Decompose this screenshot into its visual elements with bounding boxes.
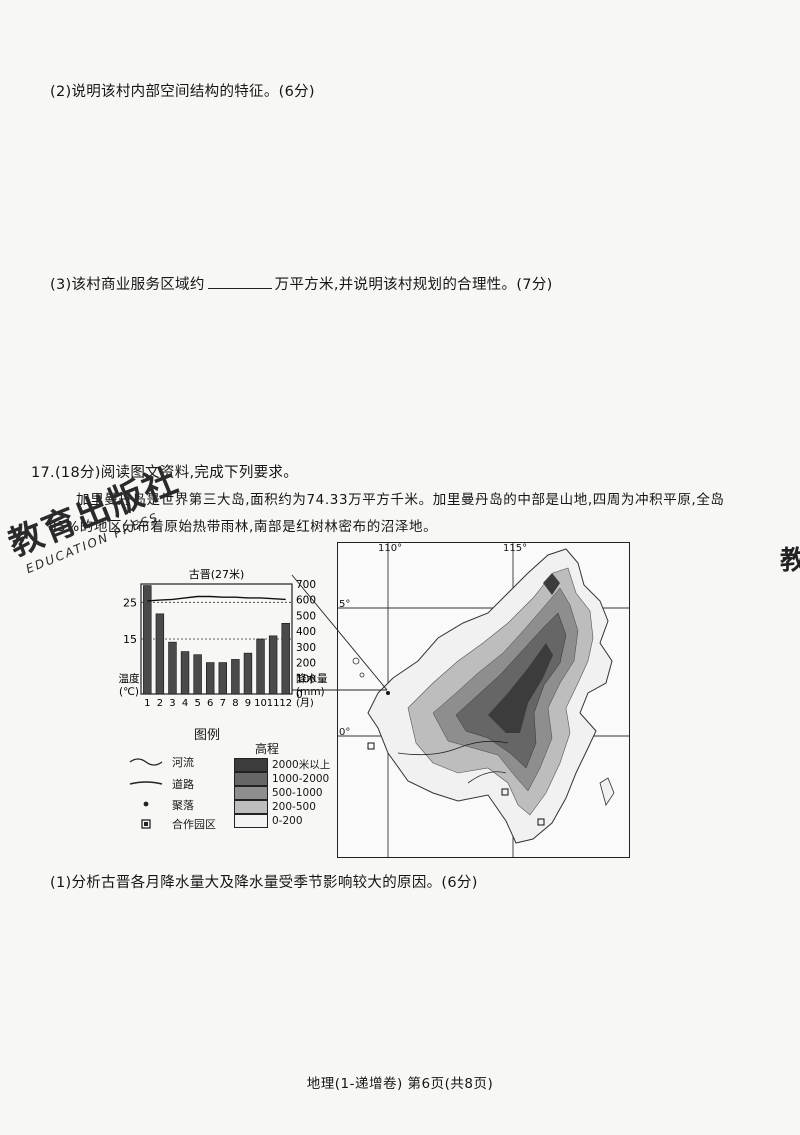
road-symbol [129, 781, 163, 785]
lon-label-110: 110° [378, 543, 403, 554]
rain-bar-1 [143, 585, 152, 695]
y-left-label: 温度 [119, 672, 140, 685]
x-tick-10: 10 [254, 698, 267, 709]
y-left-tick-1: 15 [123, 633, 137, 646]
question-3: (3)该村商业服务区域约 万平方米,并说明该村规划的合理性。(7分) [50, 273, 553, 294]
island-peaks [488, 643, 553, 733]
rain-bar-8 [231, 659, 240, 695]
rain-bar-5 [193, 654, 202, 695]
elevation-label-1: 1000-2000 [272, 773, 330, 785]
elevation-swatch-1 [234, 772, 268, 786]
elevation-label-4: 0-200 [272, 815, 303, 827]
elevation-title: 高程 [255, 742, 280, 756]
elevation-swatch-2 [234, 786, 268, 800]
x-tick-9: 9 [245, 698, 251, 709]
y-left-tick-0: 25 [123, 596, 137, 609]
rain-bar-9 [243, 652, 253, 695]
x-tick-4: 4 [182, 698, 188, 709]
x-tick-1: 1 [144, 698, 150, 709]
temperature-line [147, 595, 286, 602]
question-17-paragraph: 加里曼丹岛是世界第三大岛,面积约为74.33万平方千米。加里曼丹岛的中部是山地,… [48, 492, 725, 535]
elevation-label-0: 2000米以上 [272, 759, 331, 771]
rain-bar-7 [218, 662, 227, 695]
y-right-tick-2: 500 [296, 610, 316, 622]
legend-park: 合作园区 [172, 818, 216, 831]
chart-frame [140, 583, 293, 695]
elevation-swatch-4 [234, 814, 268, 828]
settlement-symbol [143, 801, 149, 807]
elevation-swatch-0 [234, 758, 268, 772]
legend-road: 道路 [172, 778, 194, 791]
rain-bar-11 [268, 635, 278, 695]
question-3-suffix: 万平方米,并说明该村规划的合理性。(7分) [274, 277, 553, 293]
rain-bar-6 [206, 662, 215, 695]
answer-blank[interactable] [207, 276, 272, 289]
y-right-label: 降水量 [296, 672, 328, 685]
x-tick-12: 12 [279, 698, 292, 709]
map-graphic [338, 543, 629, 857]
question-2: (2)说明该村内部空间结构的特征。(6分) [50, 84, 315, 100]
y-right-unit: (mm) [296, 686, 325, 698]
lat-label-5: 5° [339, 599, 351, 610]
rain-bar-12 [281, 622, 290, 695]
borneo-map: 110° 115° 5° 0° [337, 542, 630, 858]
y-right-tick-7: 0 [296, 689, 303, 701]
river-symbol [129, 758, 163, 766]
watermark-right: 教 [780, 546, 800, 576]
page-footer: 地理(1-递增卷) 第6页(共8页) [306, 1076, 494, 1092]
x-tick-6: 6 [207, 698, 213, 709]
elevation-label-3: 200-500 [272, 801, 316, 813]
rain-bar-3 [168, 641, 177, 695]
y-right-tick-6: 100 [296, 673, 316, 685]
x-tick-7: 7 [220, 698, 226, 709]
y-right-tick-0: 700 [296, 579, 316, 591]
x-tick-8: 8 [232, 698, 238, 709]
elevation-label-2: 500-1000 [272, 787, 323, 799]
question-17-material: 加里曼丹岛是世界第三大岛,面积约为74.33万平方千米。加里曼丹岛的中部是山地,… [48, 487, 738, 541]
park-symbol [141, 819, 151, 829]
y-right-tick-5: 200 [296, 658, 316, 670]
lat-label-0: 0° [339, 727, 351, 738]
legend-settlement: 聚落 [172, 799, 194, 812]
question-17-heading: 17.(18分)阅读图文资料,完成下列要求。 [31, 465, 299, 481]
legend-title: 图例 [194, 728, 221, 743]
elevation-swatch-3 [234, 800, 268, 814]
x-tick-5: 5 [194, 698, 200, 709]
legend-river: 河流 [172, 756, 194, 769]
x-tick-11: 11 [267, 698, 280, 709]
x-tick-3: 3 [169, 698, 175, 709]
park-symbol-inner [144, 822, 148, 826]
x-tick-2: 2 [157, 698, 163, 709]
rain-bar-10 [256, 638, 265, 695]
x-suffix: (月) [296, 697, 314, 709]
chart-title: 古晋(27米) [189, 568, 245, 581]
y-right-tick-1: 600 [296, 595, 316, 607]
y-right-tick-4: 300 [296, 642, 316, 654]
lon-label-115: 115° [503, 543, 528, 554]
rain-bar-4 [180, 651, 190, 695]
y-left-unit: (℃) [119, 686, 139, 698]
y-right-tick-3: 400 [296, 626, 316, 638]
question-17-1: (1)分析古晋各月降水量大及降水量受季节影响较大的原因。(6分) [50, 875, 478, 891]
question-3-prefix: (3)该村商业服务区域约 [50, 277, 205, 293]
rain-bar-2 [155, 613, 165, 695]
